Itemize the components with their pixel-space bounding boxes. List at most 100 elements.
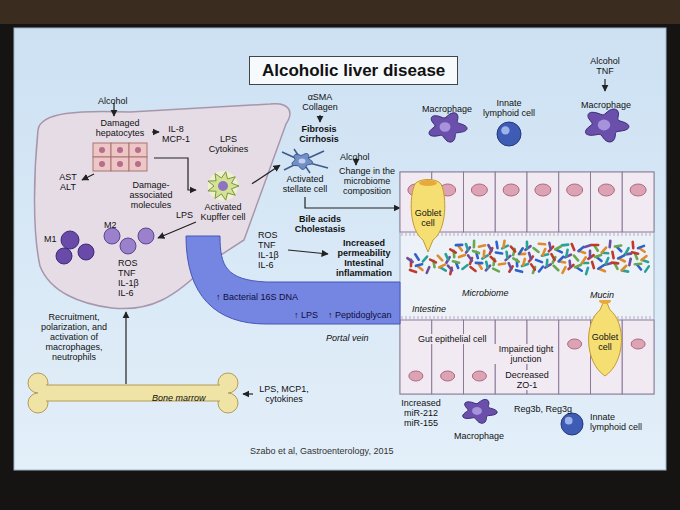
node-text-holder: Damaged hepatocytes (88, 118, 152, 140)
bacterium (537, 242, 546, 245)
cell-highlight (565, 417, 573, 425)
node-text-holder: Bone marrow (152, 387, 206, 405)
citation-holder: Szabo et al, Gastroenterology, 2015 (250, 440, 393, 458)
hepatocyte-nucleus (117, 161, 123, 167)
microvillus (482, 232, 483, 236)
microvillus (562, 232, 563, 236)
cell-body (561, 413, 583, 435)
bacterium (526, 240, 529, 249)
annotation-holder: Bile acids Cholestasis (290, 214, 350, 236)
cell-highlight (501, 126, 509, 134)
bacterium (444, 252, 450, 261)
cell-nucleus (535, 184, 551, 196)
bacterium (482, 249, 485, 258)
bone-marrow-picture (26, 372, 240, 414)
m1-macrophage (78, 244, 94, 260)
annotation-label: Bile acids Cholestasis (290, 214, 350, 234)
picture-group (561, 413, 583, 435)
mucin-cap (599, 298, 611, 304)
microvillus (598, 232, 599, 236)
annotation-holder: Alcohol (98, 90, 128, 108)
annotation-label: Alcohol (340, 152, 370, 162)
bacterium (461, 263, 470, 270)
microvillus (610, 232, 611, 236)
microvillus (470, 232, 471, 236)
hepatocyte (111, 157, 129, 171)
bacterium (517, 247, 524, 256)
node-text-holder: Mucin (588, 284, 616, 302)
bacterium (630, 251, 639, 256)
bacterium (425, 265, 431, 274)
node-text-holder: Activated Kupffer cell (196, 202, 250, 224)
annotation-holder: M2 (104, 214, 117, 232)
microvillus (462, 232, 463, 236)
bacterium (489, 255, 497, 263)
bacterium (604, 256, 610, 265)
microvillus (442, 316, 443, 320)
leader-arrow (604, 79, 605, 91)
node-text: Macrophage (422, 104, 472, 114)
hepatocyte-nucleus (99, 147, 105, 153)
goblet-cell: Goblet cell (408, 178, 450, 252)
bacterium (509, 245, 517, 253)
picture-group (282, 149, 328, 173)
hepatocyte-group-picture (92, 142, 148, 172)
hepatocyte (93, 143, 111, 157)
annotation-holder: αSMA Collagen (300, 92, 340, 114)
microvillus (546, 316, 547, 320)
microvillus (498, 232, 499, 236)
bacterium (406, 256, 415, 263)
cell-body (208, 172, 239, 200)
bacterium (491, 267, 500, 273)
microvillus (458, 316, 459, 320)
connector-arrow (252, 165, 280, 184)
annotation-label: ROS TNF IL-1β IL-6 (118, 258, 148, 298)
cell-nucleus (218, 181, 228, 191)
title-text: Alcoholic liver disease (262, 61, 445, 80)
microvillus (486, 232, 487, 236)
microvillus (410, 232, 411, 236)
annotation-holder: Fibrosis Cirrhosis (294, 124, 344, 146)
hepatocyte-nucleus (135, 147, 141, 153)
annotation-holder: AST ALT (56, 172, 80, 194)
microvillus (562, 316, 563, 320)
cell-nucleus (598, 120, 610, 131)
epithelial-cell (464, 320, 496, 394)
bacterium (624, 246, 631, 255)
microvillus (570, 316, 571, 320)
macrophage-cell-picture (460, 398, 498, 424)
annotation-holder: LPS (176, 204, 193, 222)
hepatocyte-nucleus (117, 147, 123, 153)
citation: Szabo et al, Gastroenterology, 2015 (250, 446, 393, 456)
macrophage-cell-picture (426, 111, 468, 143)
hepatocyte (111, 143, 129, 157)
annotation-label: LPS, MCP1, cytokines (256, 384, 312, 404)
microvillus (554, 232, 555, 236)
bacterium (640, 254, 649, 262)
m1-macrophage (61, 231, 79, 249)
cell-glow (208, 171, 238, 201)
microvillus (634, 316, 635, 320)
macrophage-cell: Macrophage (452, 398, 507, 444)
microvillus (506, 316, 507, 320)
microvillus (426, 316, 427, 320)
bacterium (636, 244, 645, 250)
epithelial-cell (591, 172, 623, 232)
microvillus (534, 232, 535, 236)
microvillus (646, 232, 647, 236)
bacterium (451, 260, 460, 265)
m2-macrophage (138, 228, 154, 244)
macrophage-cell: Macrophage (420, 98, 475, 146)
annotation-label: M1 (44, 234, 57, 244)
microvillus (642, 232, 643, 236)
microvillus (510, 232, 511, 236)
node-text: Decreased ZO-1 (498, 370, 556, 390)
bacterium (408, 268, 417, 273)
bacterium (414, 263, 423, 268)
microvillus (594, 232, 595, 236)
bacterium (527, 251, 532, 260)
title-box: Alcoholic liver disease (249, 56, 458, 85)
microvillus (626, 316, 627, 320)
node-text-holder: Innate lymphoid cell (590, 412, 652, 434)
